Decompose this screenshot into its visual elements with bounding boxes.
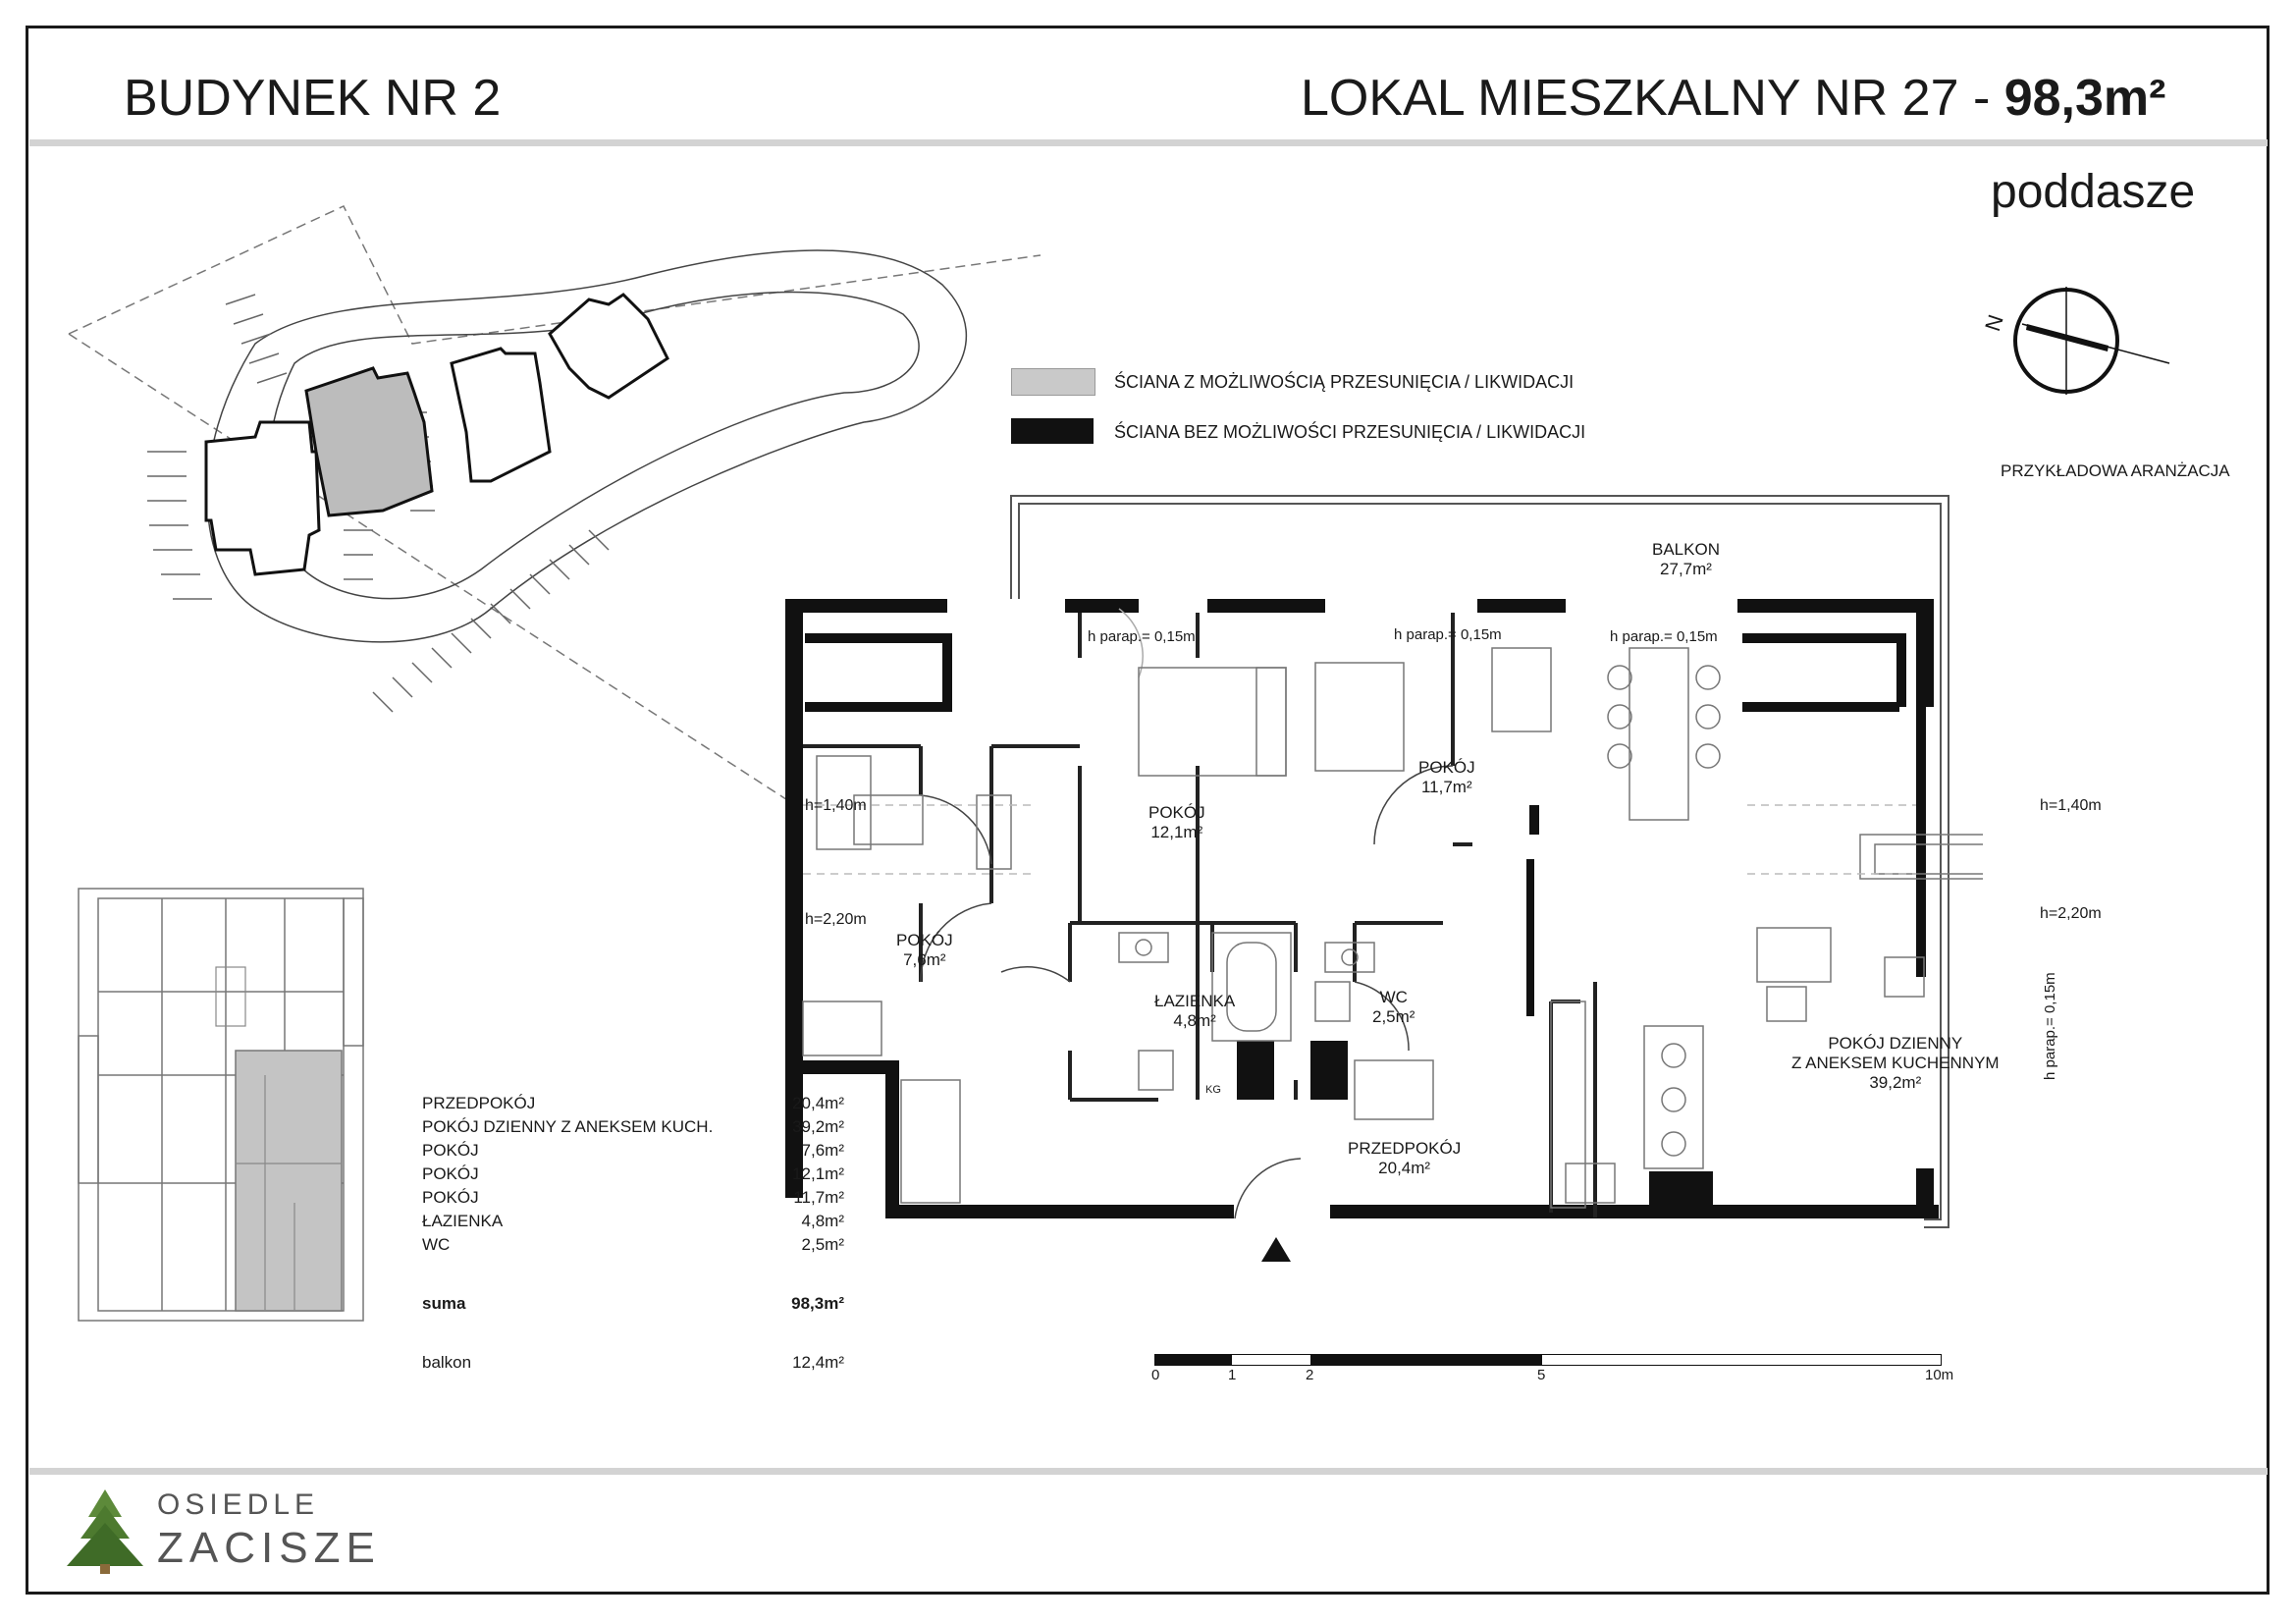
unit-title: LOKAL MIESZKALNY NR 27 - 98,3m² [1301,69,2165,128]
room-name: POKÓJ DZIENNY [1828,1034,1963,1053]
scale-tick-2: 2 [1306,1367,1314,1383]
area-row-value: 4,8m² [801,1212,844,1230]
room-label-pokoj-2: POKÓJ 12,1m² [1148,803,1205,842]
height-label-4: h=2,20m [2040,905,2102,922]
parapet-label-1: h parap.= 0,15m [1088,628,1196,645]
legend-swatch-fixed [1011,418,1094,444]
room-label-przedpokoj: PRZEDPOKÓJ 20,4m² [1348,1139,1461,1178]
area-row-value: 39,2m² [792,1117,844,1136]
footer-rule [29,1468,2268,1475]
example-note: PRZYKŁADOWA ARANŻACJA [2001,461,2230,480]
height-label-1: h=1,40m [805,797,867,814]
area-sum-value: 98,3m² [791,1294,844,1313]
scale-bar [1154,1354,1942,1366]
area-row-value: 12,1m² [792,1164,844,1183]
room-label-wc: WC 2,5m² [1372,988,1415,1027]
area-row-name: POKÓJ [422,1164,479,1183]
room-name: ŁAZIENKA [1154,992,1236,1010]
room-name: POKÓJ [1148,803,1205,822]
room-area: 12,1m² [1150,823,1203,841]
logo-line1: OSIEDLE [157,1488,320,1521]
area-balcony-name: balkon [422,1353,472,1372]
site-plan [68,205,1041,806]
room-area: 2,5m² [1372,1007,1415,1026]
compass-icon [2013,287,2170,395]
scale-tick-5: 5 [1537,1367,1546,1383]
room-label-pokoj-dzienny: POKÓJ DZIENNY Z ANEKSEM KUCHENNYM 39,2m² [1791,1034,2000,1093]
balcony-label: BALKON 27,7m² [1652,540,1720,579]
area-row-name: POKÓJ DZIENNY Z ANEKSEM KUCH. [422,1117,714,1136]
room-area: 11,7m² [1420,778,1472,796]
room-area: 39,2m² [1869,1073,1922,1092]
scale-tick-1: 1 [1228,1367,1237,1383]
room-name-2: Z ANEKSEM KUCHENNYM [1791,1054,2000,1072]
room-name: PRZEDPOKÓJ [1348,1139,1462,1158]
room-label-lazienka: ŁAZIENKA 4,8m² [1154,992,1235,1031]
area-row-name: POKÓJ [422,1188,479,1207]
room-label-pokoj-1: POKÓJ 7,6m² [896,931,953,970]
parapet-label-2: h parap.= 0,15m [1394,626,1502,643]
room-name: POKÓJ [1418,758,1475,777]
tree-logo-icon [67,1489,143,1574]
logo-line2: ZACISZE [157,1524,381,1572]
height-label-3: h=1,40m [2040,797,2102,814]
scale-tick-0: 0 [1151,1367,1160,1383]
area-row-value: 20,4m² [792,1094,844,1112]
building-floor-key [78,888,364,1322]
area-row-name: ŁAZIENKA [422,1212,504,1230]
scale-tick-10: 10m [1925,1367,1954,1383]
room-area: 4,8m² [1173,1011,1216,1030]
area-balcony-value: 12,4m² [792,1353,844,1372]
unit-title-prefix: LOKAL MIESZKALNY NR 27 - [1301,70,2004,127]
balcony-area: 27,7m² [1660,560,1712,578]
page-frame [26,26,2269,1595]
room-name: WC [1379,988,1408,1006]
area-row-name: WC [422,1235,451,1254]
height-label-2: h=2,20m [805,911,867,928]
room-label-pokoj-3: POKÓJ 11,7m² [1418,758,1475,797]
area-row-name: POKÓJ [422,1141,479,1160]
area-row-value: 2,5m² [801,1235,844,1254]
parapet-label-3: h parap.= 0,15m [1610,628,1718,645]
header-rule [29,139,2268,146]
unit-title-area: 98,3m² [2003,70,2166,127]
legend-label-fixed: ŚCIANA BEZ MOŻLIWOŚCI PRZESUNIĘCIA / LIK… [1114,422,1586,442]
building-title: BUDYNEK NR 2 [124,70,502,127]
room-area: 7,6m² [903,950,946,969]
kg-label: KG [1205,1084,1221,1096]
room-name: POKÓJ [896,931,953,949]
legend-swatch-movable [1011,368,1095,396]
area-sum-name: suma [422,1294,466,1313]
room-area: 20,4m² [1378,1159,1431,1177]
balcony-name: BALKON [1652,540,1720,559]
legend-label-movable: ŚCIANA Z MOŻLIWOŚCIĄ PRZESUNIĘCIA / LIKW… [1114,372,1575,392]
area-row-value: 11,7m² [793,1188,844,1207]
parapet-label-4: h parap.= 0,15m [2042,972,2058,1080]
area-row-name: PRZEDPOKÓJ [422,1094,536,1112]
area-row-value: 7,6m² [801,1141,844,1160]
floor-level: poddasze [1991,166,2196,218]
floor-plan [785,495,1983,1262]
